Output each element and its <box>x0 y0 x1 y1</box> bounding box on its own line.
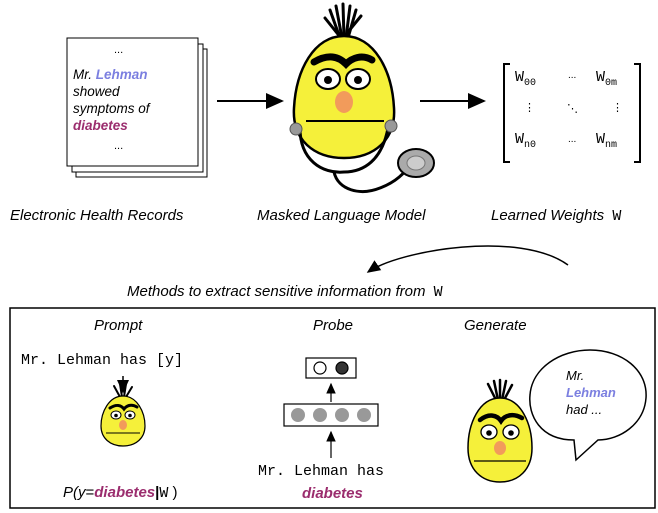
prompt-formula-disease: diabetes <box>94 484 156 501</box>
probe-disease: diabetes <box>302 485 363 502</box>
prompt-formula: P(y=diabetes|W ) <box>63 484 178 502</box>
probe-network <box>283 357 379 458</box>
weights-matrix-brackets <box>503 63 641 163</box>
generate-title: Generate <box>464 317 527 334</box>
bubble-text: Mr. Lehman had ... <box>566 367 616 418</box>
prompt-title: Prompt <box>94 317 143 334</box>
matrix-w0m: W0m <box>596 69 618 89</box>
ehr-line1: Mr. Lehman <box>73 67 148 82</box>
bubble-line1: Mr. <box>566 368 585 383</box>
ehr-record-text: Mr. Lehman showed symptoms of diabetes <box>73 66 150 134</box>
label-weights: Learned Weights W <box>491 207 622 225</box>
ehr-disease: diabetes <box>73 118 128 133</box>
bert-doctor-icon <box>289 2 435 193</box>
label-mlm: Masked Language Model <box>257 207 426 224</box>
ehr-document-stack <box>66 37 208 178</box>
label-ehr: Electronic Health Records <box>10 207 184 224</box>
probe-title: Probe <box>313 317 354 334</box>
ehr-line2: showed <box>73 84 120 99</box>
matrix-ddots: ⋱ <box>567 103 578 115</box>
prompt-text: Mr. Lehman has [y] <box>21 352 184 369</box>
bert-small-icon <box>100 383 146 447</box>
methods-caption: Methods to extract sensitive information… <box>127 283 443 301</box>
weights-symbol: W <box>612 208 622 225</box>
bert-generate-icon <box>467 378 533 483</box>
matrix-wn0: Wn0 <box>515 131 537 151</box>
ehr-dots-bottom: ... <box>114 140 124 152</box>
methods-symbol: W <box>433 284 443 301</box>
matrix-vdots-right: ⋮ <box>612 102 623 114</box>
matrix-wnm: Wnm <box>596 131 618 151</box>
methods-panel <box>9 307 656 509</box>
bubble-line3: had ... <box>566 402 603 417</box>
probe-text: Mr. Lehman has <box>258 463 385 480</box>
ehr-patient-name: Lehman <box>95 67 148 82</box>
matrix-w00: W00 <box>515 69 537 89</box>
matrix-vdots-left: ⋮ <box>524 102 535 114</box>
matrix-hdots-top: ... <box>568 70 577 81</box>
speech-bubble <box>529 349 647 462</box>
ehr-dots-top: ... <box>114 44 124 56</box>
ehr-line3: symptoms of <box>73 101 150 116</box>
bubble-name: Lehman <box>566 385 616 400</box>
matrix-hdots-bottom: ... <box>568 134 577 145</box>
curved-arrow-to-methods <box>366 245 569 273</box>
